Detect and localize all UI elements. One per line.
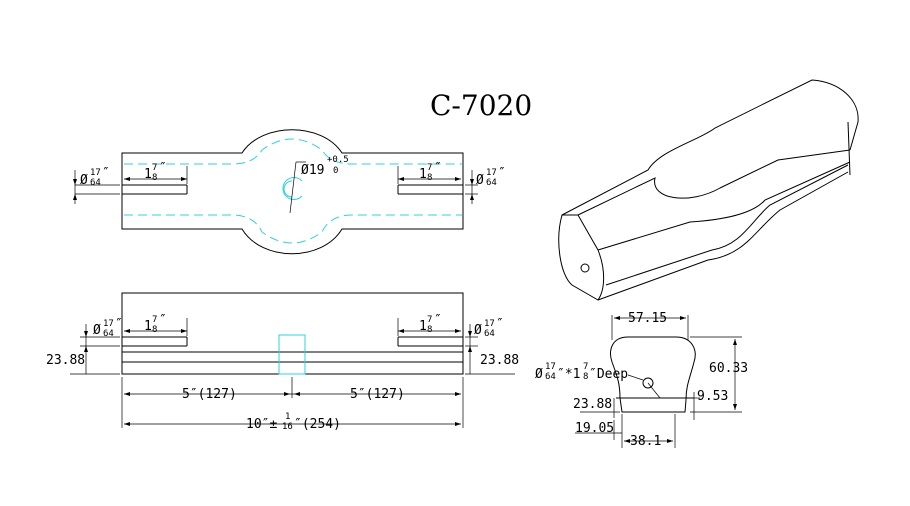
left-depth-whole: 1 bbox=[144, 167, 152, 182]
side-right-hole-unit: ″ bbox=[496, 317, 504, 332]
side-right-depth-den: 8 bbox=[427, 325, 432, 335]
part-number-title: C-7020 bbox=[430, 89, 532, 122]
side-right-depth-whole: 1 bbox=[419, 319, 427, 334]
side-right-depth-unit: ″ bbox=[434, 313, 442, 328]
left-hole-diameter-symbol: Ø bbox=[80, 173, 88, 188]
side-left-hole-num: 17 bbox=[103, 319, 114, 329]
side-left-hole-symbol: Ø bbox=[93, 323, 101, 338]
top-view-hidden-groove-upper bbox=[124, 138, 462, 165]
left-hole-den: 64 bbox=[90, 178, 101, 188]
top-view-hidden-groove-lower bbox=[124, 214, 462, 244]
overall-length-prefix: 10″± bbox=[246, 417, 277, 432]
left-depth-unit: ″ bbox=[159, 161, 167, 176]
right-depth-unit: ″ bbox=[434, 161, 442, 176]
overall-tol-num: 1 bbox=[285, 412, 290, 422]
top-view: Ø19 +0.5 0 1 7 8 ″ Ø 17 64 ″ 1 7 8 ″ bbox=[73, 129, 506, 255]
left-depth-num: 7 bbox=[152, 163, 157, 173]
right-hole-diameter-symbol: Ø bbox=[476, 173, 484, 188]
center-bore-leader bbox=[289, 161, 297, 214]
profile-hole-num: 17 bbox=[545, 362, 556, 372]
center-bore-circle bbox=[282, 177, 303, 200]
profile-hole-mid: ″*1 bbox=[557, 367, 580, 382]
center-bore-tol-minus: 0 bbox=[333, 166, 338, 176]
top-view-outline bbox=[121, 129, 464, 255]
side-left-height: 23.88 bbox=[46, 353, 85, 368]
isometric-top-surface bbox=[561, 79, 859, 216]
side-right-hole-num: 17 bbox=[484, 319, 495, 329]
overall-tol-den: 16 bbox=[282, 422, 293, 432]
half-length-left: 5″(127) bbox=[182, 387, 237, 402]
center-bore-tol-plus: +0.5 bbox=[327, 155, 349, 165]
profile-depth-suffix: ″Deep bbox=[589, 367, 628, 382]
side-left-depth-whole: 1 bbox=[144, 319, 152, 334]
right-hole-num: 17 bbox=[486, 168, 497, 178]
isometric-view bbox=[558, 79, 859, 301]
profile-hole-den: 64 bbox=[545, 372, 556, 382]
center-bore-section bbox=[278, 334, 306, 375]
side-left-hole-unit: ″ bbox=[115, 317, 123, 332]
side-left-depth-den: 8 bbox=[152, 325, 157, 335]
profile-right-height: 9.53 bbox=[697, 389, 728, 404]
profile-depth-den: 8 bbox=[583, 372, 588, 382]
center-bore-inner bbox=[283, 180, 293, 198]
center-bore-label: Ø19 bbox=[301, 163, 324, 178]
left-hole-num: 17 bbox=[90, 168, 101, 178]
profile-left-height: 23.88 bbox=[573, 397, 612, 412]
side-view: 1 7 8 ″ Ø 17 64 ″ 1 7 8 ″ Ø 17 64 ″ 23.8… bbox=[46, 292, 519, 432]
side-right-height: 23.88 bbox=[480, 353, 519, 368]
profile-width-top: 57.15 bbox=[628, 311, 667, 326]
left-hole-unit: ″ bbox=[102, 166, 110, 181]
profile-left-offset: 19.05 bbox=[575, 421, 614, 436]
profile-depth-num: 7 bbox=[583, 362, 588, 372]
side-left-depth-num: 7 bbox=[152, 315, 157, 325]
profile-hole-symbol: Ø bbox=[535, 367, 543, 382]
side-left-hole-den: 64 bbox=[103, 329, 114, 339]
right-hole-unit: ″ bbox=[498, 166, 506, 181]
half-length-right: 5″(127) bbox=[350, 387, 405, 402]
side-right-depth-num: 7 bbox=[427, 315, 432, 325]
profile-outline bbox=[610, 336, 696, 413]
profile-bottom-width: 38.1 bbox=[630, 434, 661, 449]
side-right-hole-symbol: Ø bbox=[474, 323, 482, 338]
left-depth-den: 8 bbox=[152, 173, 157, 183]
isometric-end-hole bbox=[580, 263, 590, 273]
right-depth-num: 7 bbox=[427, 163, 432, 173]
isometric-front-face bbox=[558, 214, 605, 301]
overall-length-suffix: ″(254) bbox=[294, 417, 341, 432]
profile-hole bbox=[642, 377, 654, 389]
right-hole-den: 64 bbox=[486, 178, 497, 188]
side-right-hole-den: 64 bbox=[484, 329, 495, 339]
profile-height: 60.33 bbox=[709, 361, 748, 376]
right-depth-den: 8 bbox=[427, 173, 432, 183]
right-depth-whole: 1 bbox=[419, 167, 427, 182]
side-left-depth-unit: ″ bbox=[159, 313, 167, 328]
profile-view: 57.15 60.33 Ø 17 64 ″*1 7 8 ″Deep 23.88 … bbox=[535, 311, 748, 449]
